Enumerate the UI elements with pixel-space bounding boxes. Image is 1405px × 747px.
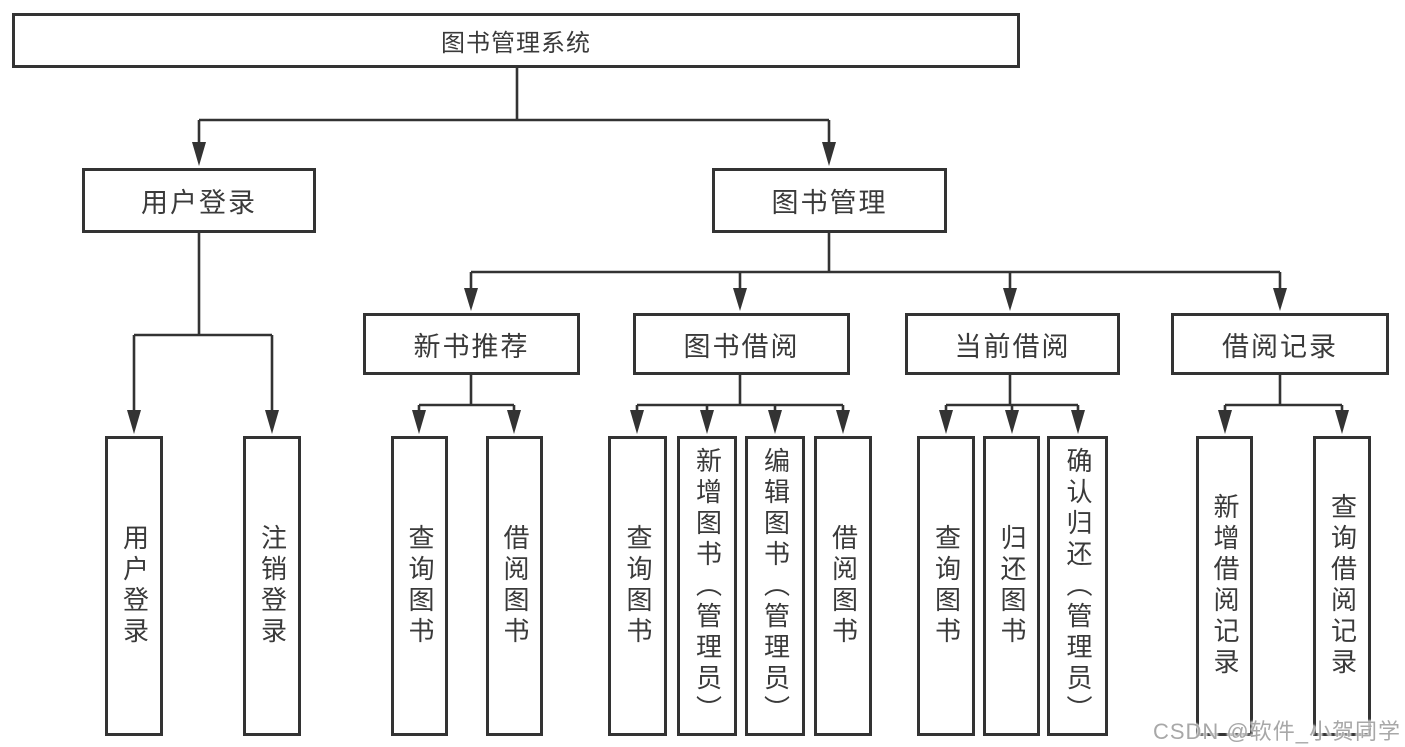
leaf-br-query-record-label: 查询借阅记录 <box>1327 493 1358 679</box>
leaf-bb-borrow-books-label: 借阅图书 <box>828 524 859 648</box>
leaf-rec-borrow-books-label: 借阅图书 <box>500 524 531 648</box>
leaf-bb-query-books-label: 查询图书 <box>623 524 654 648</box>
leaf-cb-confirm-return-admin-label: 确认归还（管理员） <box>1063 446 1094 726</box>
leaf-rec-query-books: 查询图书 <box>391 436 448 736</box>
node-user-login: 用户登录 <box>82 168 316 233</box>
leaf-bb-edit-books-admin-label: 编辑图书（管理员） <box>760 446 791 726</box>
leaf-logout-label: 注销登录 <box>257 524 288 648</box>
csdn-watermark: CSDN @软件_小贺同学 <box>1152 719 1401 744</box>
leaf-bb-borrow-books: 借阅图书 <box>814 436 872 736</box>
node-new-book-recommendation: 新书推荐 <box>363 313 580 375</box>
node-current-borrowing: 当前借阅 <box>905 313 1120 375</box>
node-borrowing-records: 借阅记录 <box>1171 313 1389 375</box>
node-book-borrowing: 图书借阅 <box>633 313 850 375</box>
leaf-logout: 注销登录 <box>243 436 301 736</box>
leaf-bb-query-books: 查询图书 <box>608 436 667 736</box>
leaf-rec-borrow-books: 借阅图书 <box>486 436 543 736</box>
leaf-bb-add-books-admin: 新增图书（管理员） <box>677 436 737 736</box>
leaf-bb-add-books-admin-label: 新增图书（管理员） <box>692 446 723 726</box>
leaf-br-query-record: 查询借阅记录 <box>1313 436 1371 736</box>
leaf-cb-query-books: 查询图书 <box>917 436 975 736</box>
node-book-management: 图书管理 <box>712 168 947 233</box>
leaf-cb-return-books-label: 归还图书 <box>997 524 1028 648</box>
leaf-user-login-label: 用户登录 <box>119 524 150 648</box>
leaf-cb-return-books: 归还图书 <box>983 436 1040 736</box>
leaf-cb-confirm-return-admin: 确认归还（管理员） <box>1047 436 1108 736</box>
leaf-br-add-record-label: 新增借阅记录 <box>1210 493 1241 679</box>
leaf-rec-query-books-label: 查询图书 <box>405 524 436 648</box>
node-library-management-system: 图书管理系统 <box>12 13 1020 68</box>
leaf-bb-edit-books-admin: 编辑图书（管理员） <box>745 436 805 736</box>
leaf-cb-query-books-label: 查询图书 <box>931 524 962 648</box>
leaf-br-add-record: 新增借阅记录 <box>1196 436 1253 736</box>
leaf-user-login: 用户登录 <box>105 436 163 736</box>
